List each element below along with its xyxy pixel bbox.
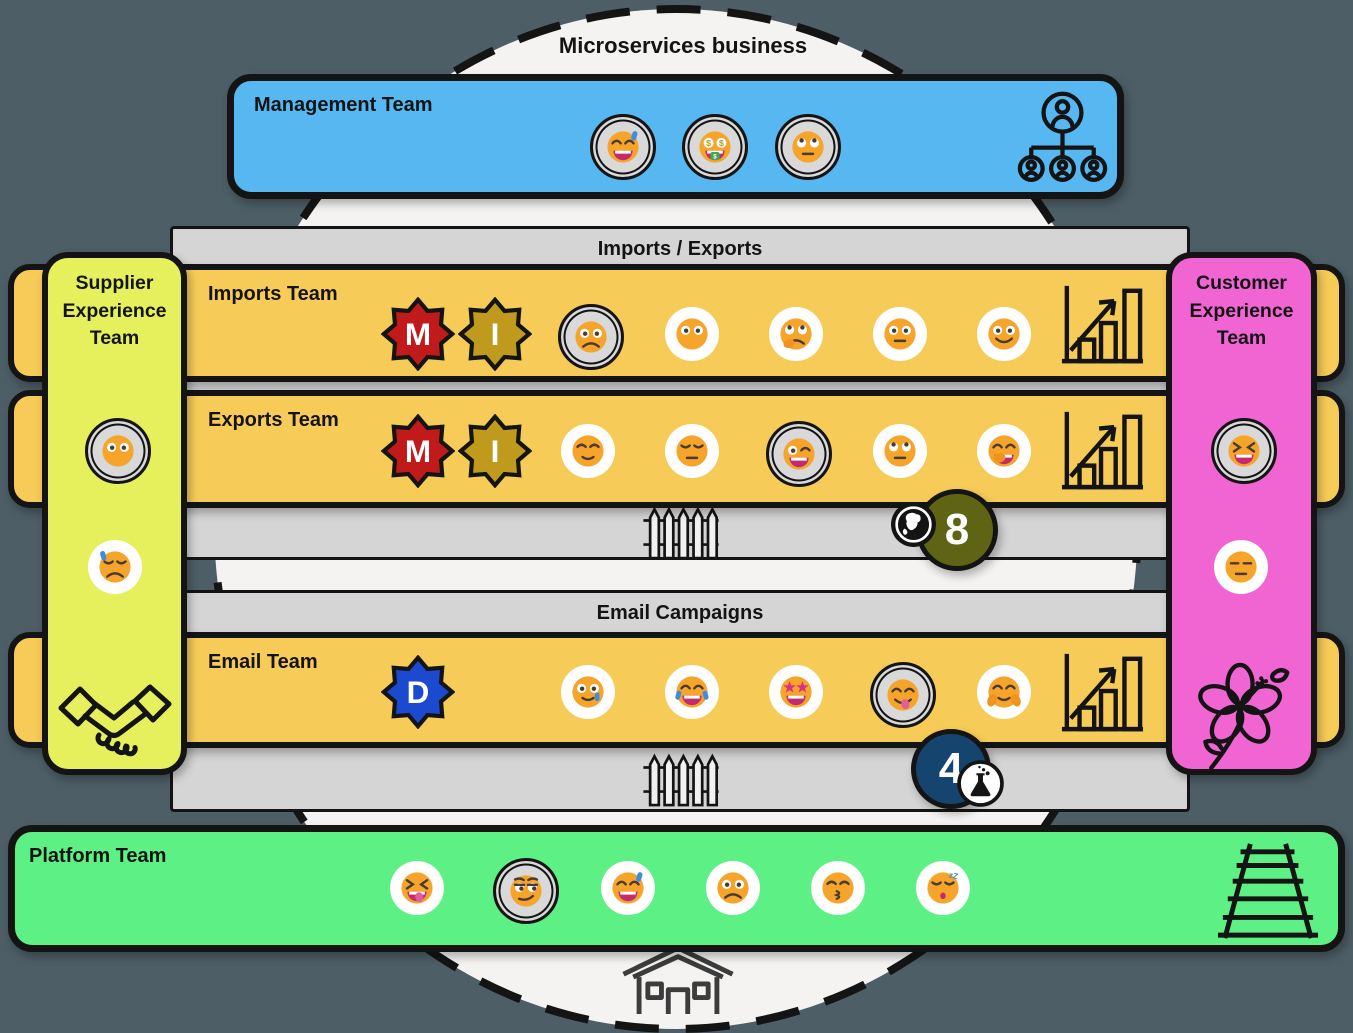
member-grinning-face-with-sweat — [601, 861, 655, 915]
member-flushed-face — [85, 418, 151, 484]
team-label: Platform Team — [29, 845, 167, 867]
role-badge: I — [458, 414, 532, 488]
role-badge-letter: D — [407, 675, 430, 710]
hibiscus-flower-icon — [1190, 658, 1294, 772]
team-strip-email: Email Team D — [8, 632, 1345, 748]
chart-increasing-icon — [1056, 282, 1148, 366]
supplier-experience-panel: Supplier Experience Team — [42, 252, 187, 775]
member-grinning-face-with-sweat — [590, 114, 656, 180]
panel-title: Customer Experience Team — [1189, 272, 1294, 350]
railway-track-icon — [1211, 840, 1325, 942]
role-badge: M — [381, 297, 455, 371]
member-face-with-tears-of-joy — [665, 665, 719, 719]
house-icon — [616, 944, 740, 1016]
member-smirking-face — [493, 858, 559, 924]
group-title: Imports / Exports — [597, 238, 763, 260]
member-pensive-face — [665, 424, 719, 478]
member-kissing-face-with-smiling-eyes — [811, 861, 865, 915]
diagram-title: Microservices business — [558, 33, 808, 58]
org-chart-icon — [1015, 89, 1110, 195]
chart-increasing-icon — [1056, 650, 1148, 734]
svg-text:$: $ — [719, 138, 724, 148]
team-label: Exports Team — [208, 409, 339, 431]
member-squinting-face-with-tongue — [390, 861, 444, 915]
role-badge-letter: M — [405, 317, 431, 352]
member-worried-face — [706, 861, 760, 915]
role-badge: I — [458, 297, 532, 371]
team-label: Email Team — [208, 651, 318, 673]
member-slightly-smiling-face — [977, 307, 1031, 361]
chart-increasing-icon — [1056, 408, 1148, 492]
member-face-with-hand-over-mouth — [977, 424, 1031, 478]
picket-fence-icon — [641, 506, 721, 560]
member-flushed-face — [665, 307, 719, 361]
member-neutral-face — [873, 307, 927, 361]
member-slightly-frowning-face — [558, 304, 624, 370]
member-smiling-face-with-open-hands — [977, 665, 1031, 719]
role-badge: D — [381, 655, 455, 729]
member-thinking-face — [769, 307, 823, 361]
panel-title: Supplier Experience Team — [62, 272, 167, 350]
handshake-icon — [56, 678, 174, 772]
role-badge: M — [381, 414, 455, 488]
role-badge-letter: I — [491, 317, 500, 352]
member-face-with-rolling-eyes — [775, 114, 841, 180]
member-smiling-face-with-tear — [561, 665, 615, 719]
platform-team-band: Platform Team zZ — [8, 825, 1345, 952]
team-strip-exports: Exports Team M I — [8, 390, 1345, 508]
group-title: Email Campaigns — [596, 602, 764, 624]
member-grinning-squinting-face — [1211, 418, 1277, 484]
svg-text:$: $ — [706, 138, 711, 148]
member-relieved-face — [561, 424, 615, 478]
team-label: Imports Team — [208, 283, 338, 305]
member-face-with-rolling-eyes — [873, 424, 927, 478]
svg-text:$: $ — [713, 153, 717, 160]
member-winking-face — [766, 421, 832, 487]
management-team-band: Management Team $$$ — [227, 74, 1124, 199]
globe-africa-icon — [890, 501, 937, 548]
customer-experience-panel: Customer Experience Team — [1166, 252, 1317, 775]
member-downcast-face-with-sweat — [88, 540, 142, 594]
member-face-savoring-food — [870, 662, 936, 728]
svg-text:zZ: zZ — [948, 871, 959, 882]
member-sleeping-face: zZ — [916, 861, 970, 915]
member-expressionless-face — [1214, 540, 1268, 594]
member-star-struck — [769, 665, 823, 719]
team-label: Management Team — [254, 94, 433, 116]
team-strip-imports: Imports Team M I — [8, 264, 1345, 382]
role-badge-letter: M — [405, 434, 431, 469]
member-money-mouth-face: $$$ — [682, 114, 748, 180]
flask-icon — [957, 760, 1004, 807]
role-badge-letter: I — [491, 434, 500, 469]
picket-fence-icon — [641, 753, 721, 807]
